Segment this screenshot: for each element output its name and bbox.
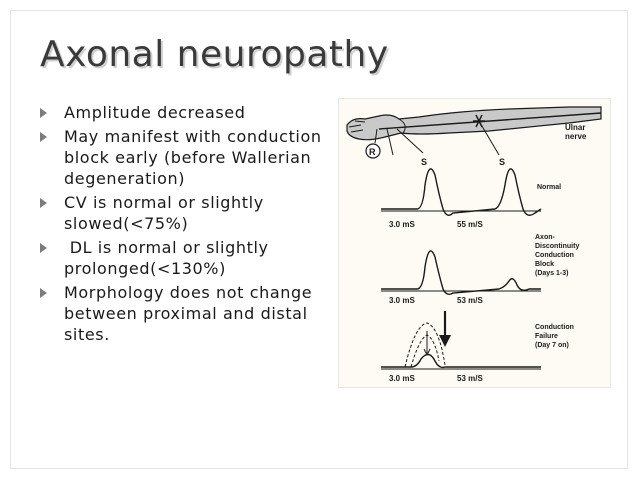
trace-normal-latency: 3.0 mS <box>389 220 415 229</box>
trace-failure-velocity: 53 m/S <box>457 374 483 383</box>
trace-failure-condition-line1: Conduction <box>535 324 574 331</box>
ulnar-nerve-line <box>378 112 602 130</box>
trace-normal-condition: Normal <box>537 184 561 191</box>
bullet-item: DL is normal or slightly prolonged(<130%… <box>36 237 326 279</box>
trace-conduction-block <box>381 250 541 296</box>
trace-failure-condition-line3: (Day 7 on) <box>535 342 569 349</box>
bullet-text: Morphology does not change between proxi… <box>64 283 313 344</box>
bullet-arrow-icon <box>40 288 47 298</box>
bullet-item: CV is normal or slightly slowed(<75%) <box>36 192 326 234</box>
bullet-item: May manifest with conduction block early… <box>36 126 326 189</box>
nerve-label-line2: nerve <box>565 132 587 141</box>
slide-frame <box>10 10 628 469</box>
nerve-label-line1: Ulnar <box>565 123 585 132</box>
recording-label: R <box>369 147 376 157</box>
trace-conduction-failure <box>381 322 541 370</box>
stimulus-label-proximal: S <box>499 157 505 167</box>
bullet-list: Amplitude decreased May manifest with co… <box>36 102 326 348</box>
trace-normal-velocity: 55 m/S <box>457 220 483 229</box>
trace-block-condition-line3: Conduction <box>535 252 574 259</box>
trace-block-condition-line2: Discontinuity <box>535 243 579 250</box>
progression-arrow-icon <box>439 311 451 347</box>
trace-failure-condition-line2: Failure <box>535 333 558 340</box>
bullet-text: DL is normal or slightly prolonged(<130%… <box>64 238 275 278</box>
bullet-item: Amplitude decreased <box>36 102 326 123</box>
slide-title-shadow: Axonal neuropathy <box>42 36 391 77</box>
stimulus-label-distal: S <box>421 157 427 167</box>
stimulation-leads <box>374 114 500 156</box>
bullet-item: Morphology does not change between proxi… <box>36 282 326 345</box>
bullet-arrow-icon <box>40 198 47 208</box>
arm-illustration <box>346 106 602 141</box>
bullet-arrow-icon <box>40 243 47 253</box>
bullet-text: May manifest with conduction block early… <box>64 127 322 188</box>
slide-title: Axonal neuropathy <box>40 34 389 75</box>
trace-block-velocity: 53 m/S <box>457 296 483 305</box>
bullet-text: CV is normal or slightly slowed(<75%) <box>64 193 264 233</box>
trace-block-condition-line5: (Days 1-3) <box>535 270 568 277</box>
trace-normal <box>381 168 542 216</box>
bullet-arrow-icon <box>40 132 47 142</box>
nerve-conduction-diagram: Ulnar nerve R S S Normal 3.0 mS 55 m/S A… <box>346 106 602 383</box>
bullet-text: Amplitude decreased <box>64 103 246 122</box>
bullet-arrow-icon <box>40 108 47 118</box>
recording-electrode-icon <box>365 143 381 159</box>
trace-block-condition-line4: Block <box>535 261 554 268</box>
trace-failure-latency: 3.0 mS <box>389 374 415 383</box>
trace-block-latency: 3.0 mS <box>389 296 415 305</box>
nerve-conduction-figure: Ulnar nerve R S S Normal 3.0 mS 55 m/S A… <box>338 98 611 388</box>
trace-block-condition-line1: Axon- <box>535 234 556 241</box>
